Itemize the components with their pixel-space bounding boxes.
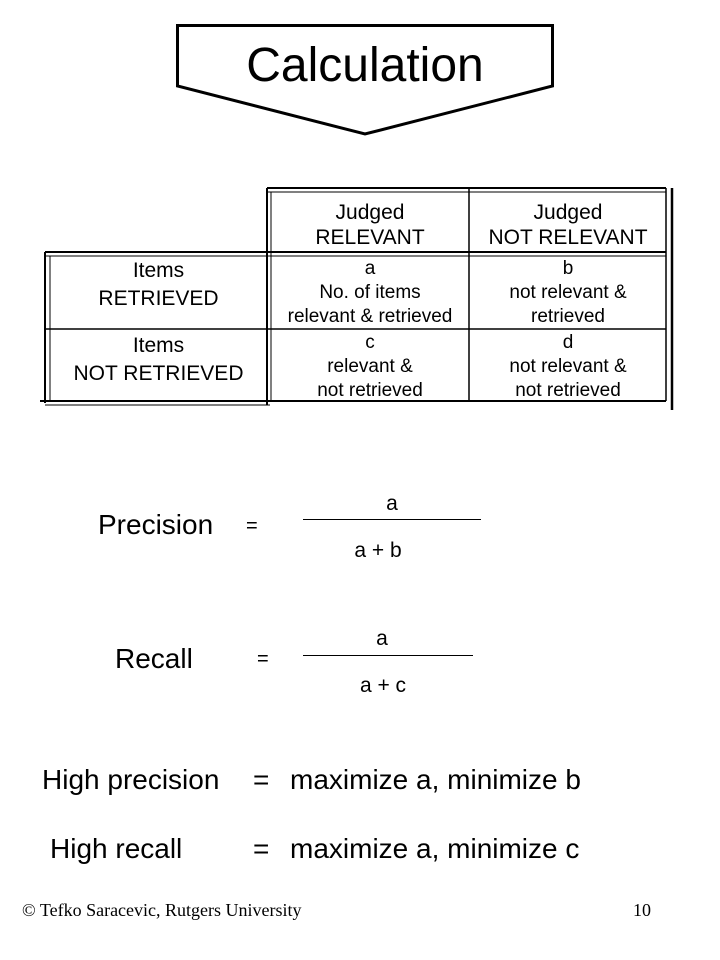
cell-desc-line1: not relevant & [509,282,627,303]
row-header-line2: NOT RETRIEVED [73,362,244,385]
high-recall-text: maximize a, minimize c [290,833,580,864]
column-header-line1: Judged [335,201,405,224]
column-header-line2: NOT RELEVANT [488,226,648,249]
cell-letter: b [562,258,574,279]
cell-a: a No. of items relevant & retrieved [271,257,469,329]
recall-fraction-bar [303,655,473,656]
high-precision-label: High precision [42,764,220,795]
relevance-matrix-grid [40,187,674,410]
page-title: Calculation [246,39,484,92]
cell-desc-line2: not retrieved [515,380,621,401]
cell-c: c relevant & not retrieved [271,331,469,403]
high-recall-label: High recall [50,833,183,864]
page-number: 10 [633,900,651,920]
cell-desc-line1: No. of items [319,282,421,303]
recall-label: Recall [115,643,193,674]
row-header-retrieved: Items RETRIEVED [50,257,267,313]
cell-desc-line1: relevant & [327,356,413,377]
high-precision-equals: = [253,764,270,795]
cell-d: d not relevant & not retrieved [469,331,667,403]
row-header-line2: RETRIEVED [98,287,219,310]
column-header-relevant: Judged RELEVANT [271,200,469,250]
cell-desc-line1: not relevant & [509,356,627,377]
cell-desc-line2: not retrieved [317,380,423,401]
high-precision-text: maximize a, minimize b [290,764,581,795]
precision-label: Precision [98,509,214,540]
precision-numerator: a [386,492,398,515]
column-header-not-relevant: Judged NOT RELEVANT [469,200,667,250]
recall-denominator: a + c [359,674,407,697]
precision-denominator: a + b [354,539,402,562]
row-header-line1: Items [132,334,185,357]
column-header-line2: RELEVANT [315,226,425,249]
cell-letter: a [364,258,376,279]
cell-letter: c [365,332,375,353]
recall-equals: = [257,648,269,670]
column-header-line1: Judged [533,201,603,224]
cell-desc-line2: retrieved [531,306,605,327]
footer-credit: © Tefko Saracevic, Rutgers University [22,900,302,920]
recall-numerator: a [376,627,388,650]
row-header-line1: Items [132,259,185,282]
title-banner [176,24,554,136]
cell-letter: d [562,332,574,353]
row-header-not-retrieved: Items NOT RETRIEVED [50,332,267,388]
cell-b: b not relevant & retrieved [469,257,667,329]
high-recall-equals: = [253,833,270,864]
precision-equals: = [246,515,258,537]
cell-desc-line2: relevant & retrieved [287,306,453,327]
precision-fraction-bar [303,519,481,520]
